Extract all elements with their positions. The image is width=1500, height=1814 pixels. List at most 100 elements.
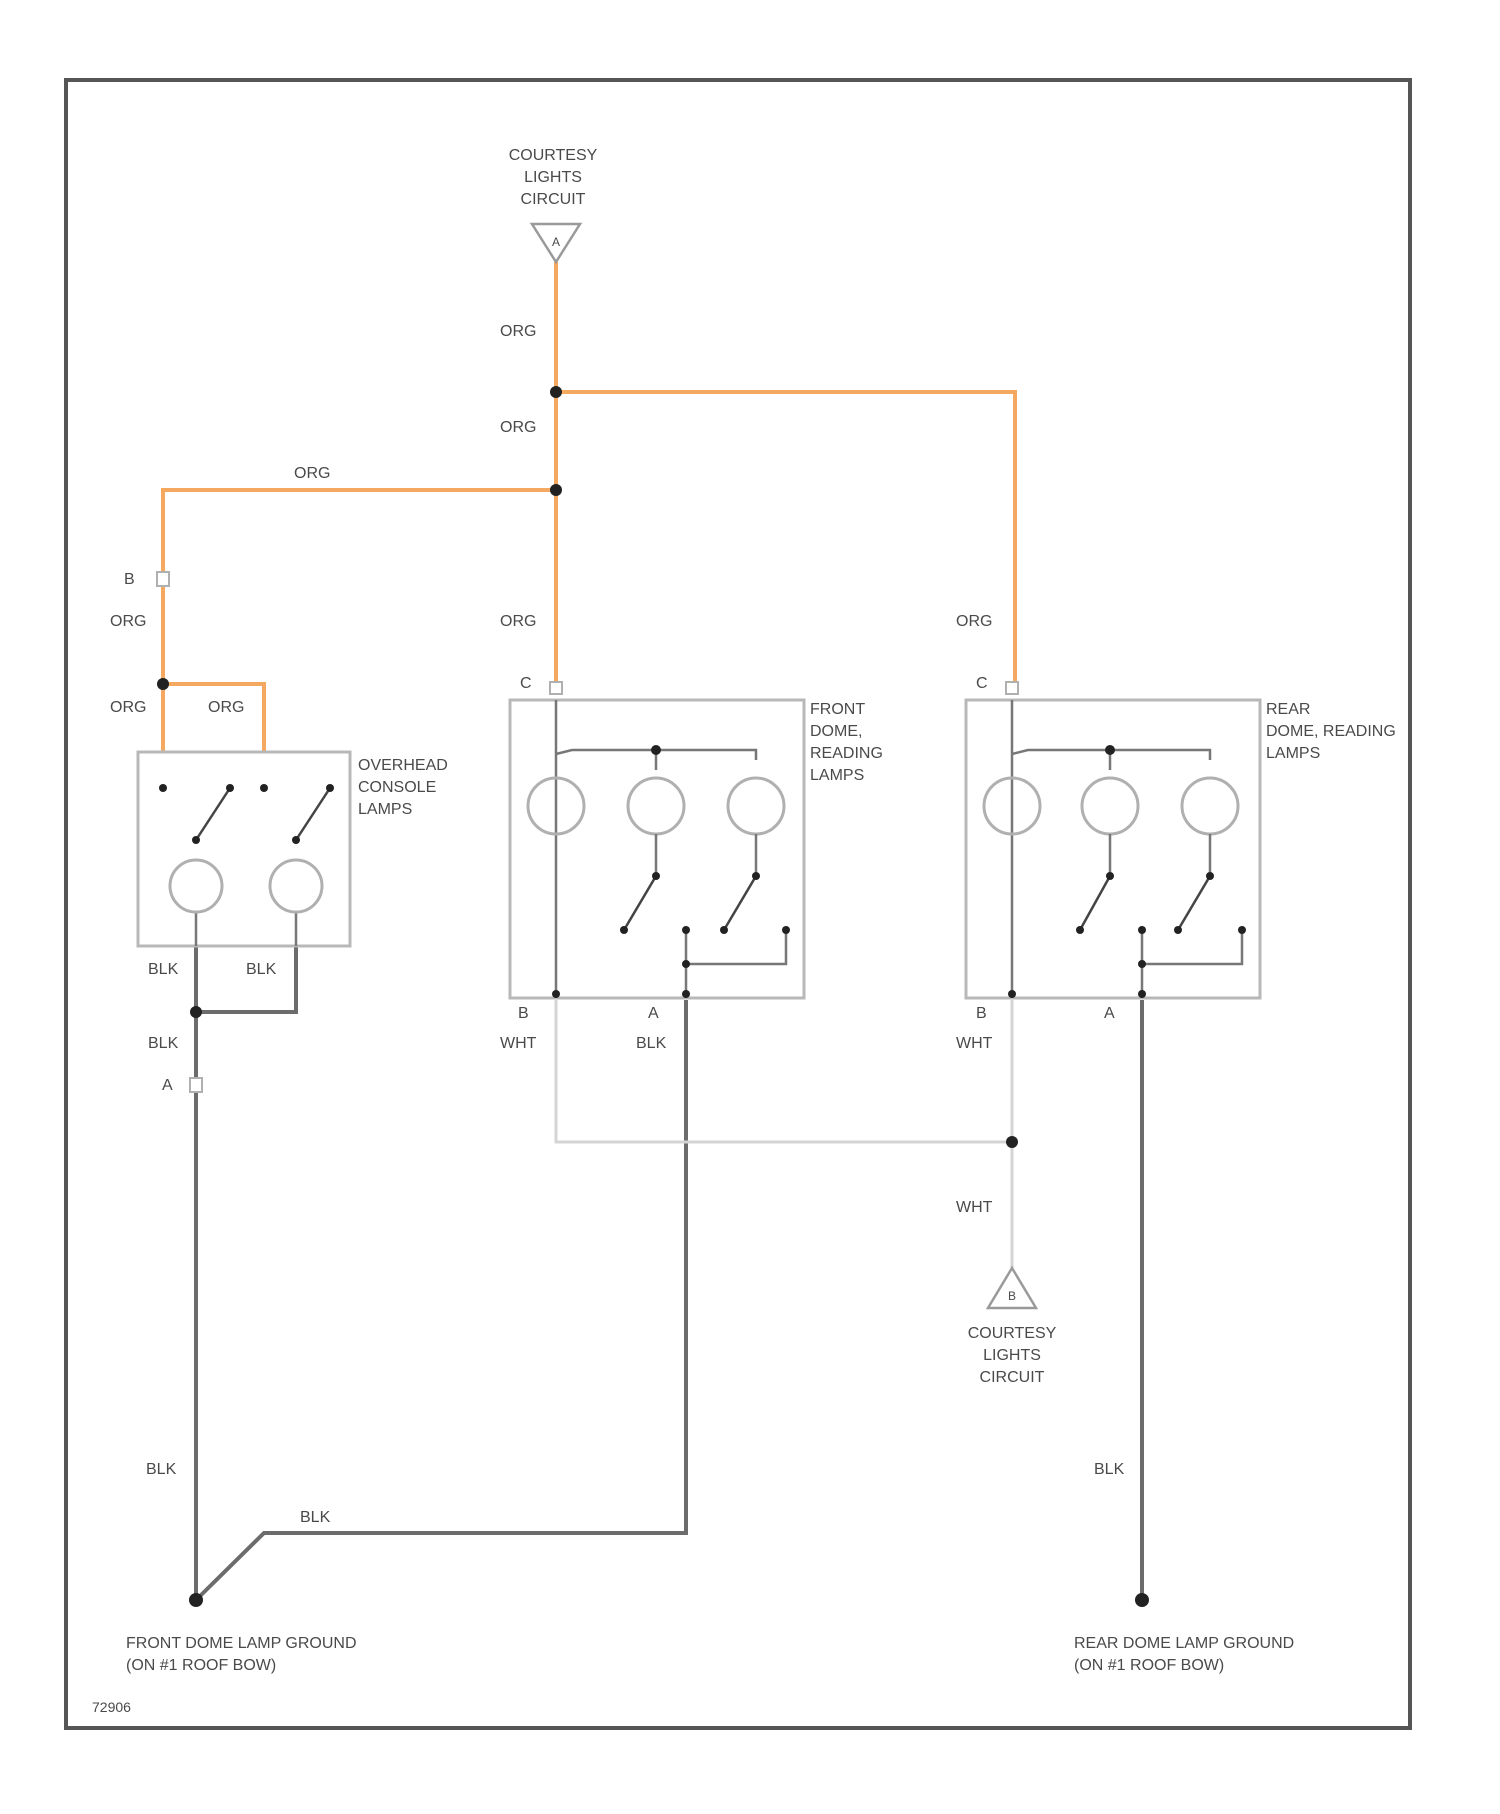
overhead-terminal-right — [260, 784, 268, 792]
rear-ground-label-line2: (ON #1 ROOF BOW) — [1074, 1657, 1224, 1674]
connector-overhead-b-letter: B — [124, 571, 135, 588]
rear-switch-1-icon — [1080, 876, 1110, 930]
overhead-switch-left-top — [226, 784, 234, 792]
rear-box — [966, 700, 1260, 998]
front-label-line1: FRONT — [810, 701, 865, 718]
overhead-switch-right-pivot — [292, 836, 300, 844]
rear-lamp-2-icon — [1082, 778, 1138, 834]
wire-label-blk-5: BLK — [146, 1461, 177, 1478]
org-wire-overhead-branch — [163, 684, 264, 752]
rear-lamp-3-icon — [1182, 778, 1238, 834]
blk-wire-front-ground — [196, 1000, 686, 1600]
front-ground-label-line1: FRONT DOME LAMP GROUND — [126, 1635, 357, 1652]
rear-ground-term-1 — [1138, 926, 1146, 934]
front-ground-point — [189, 1593, 203, 1607]
diagram-id: 72906 — [92, 1699, 131, 1715]
top-source-label-line2: LIGHTS — [524, 169, 582, 186]
rear-switch-2-top — [1206, 872, 1214, 880]
rear-ground-term-2 — [1238, 926, 1246, 934]
front-label-line3: READING — [810, 745, 883, 762]
top-source-label-line1: COURTESY — [509, 147, 598, 164]
rear-switch-1-top — [1106, 872, 1114, 880]
front-bus-node — [651, 745, 661, 755]
wire-label-org-8: ORG — [956, 613, 992, 630]
front-lamp-2-icon — [628, 778, 684, 834]
wire-label-wht-3: WHT — [956, 1199, 993, 1216]
connector-overhead-a-letter: A — [162, 1077, 173, 1094]
front-ground-label-line2: (ON #1 ROOF BOW) — [126, 1657, 276, 1674]
wire-label-blk-4: BLK — [636, 1035, 667, 1052]
overhead-label-line3: LAMPS — [358, 801, 412, 818]
front-pin-b-dot — [552, 990, 560, 998]
overhead-switch-right-top — [326, 784, 334, 792]
front-label-line4: LAMPS — [810, 767, 864, 784]
splice-blk-overhead — [190, 1006, 202, 1018]
connector-overhead-b-icon — [157, 572, 169, 586]
rear-dome-reading-lamps: REAR DOME, READING LAMPS — [966, 700, 1396, 998]
splice-org-overhead — [550, 484, 562, 496]
front-switch-1-top — [652, 872, 660, 880]
top-source: COURTESY LIGHTS CIRCUIT A — [509, 147, 598, 262]
bottom-source-label-line1: COURTESY — [968, 1325, 1057, 1342]
overhead-switch-right-icon — [296, 788, 330, 840]
wire-label-blk-2: BLK — [246, 961, 277, 978]
rear-label-line3: LAMPS — [1266, 745, 1320, 762]
rear-ground-node — [1138, 960, 1146, 968]
overhead-lamp-right-icon — [270, 860, 322, 912]
splice-org-overhead-branch — [157, 678, 169, 690]
overhead-label-line2: CONSOLE — [358, 779, 436, 796]
top-source-label-line3: CIRCUIT — [521, 191, 586, 208]
front-label-line2: DOME, — [810, 723, 862, 740]
rear-ground-label-line1: REAR DOME LAMP GROUND — [1074, 1635, 1294, 1652]
front-switch-1-pivot — [620, 926, 628, 934]
bottom-source-pin-letter: B — [1008, 1289, 1016, 1303]
wire-label-blk-3: BLK — [148, 1035, 179, 1052]
top-source-pin-letter: A — [552, 235, 560, 249]
front-pin-a-letter: A — [648, 1005, 659, 1022]
splices — [157, 386, 1018, 1148]
wire-label-wht-1: WHT — [500, 1035, 537, 1052]
front-switch-2-icon — [724, 876, 756, 930]
grounds: FRONT DOME LAMP GROUND (ON #1 ROOF BOW) … — [126, 1593, 1294, 1674]
wire-label-org-2: ORG — [500, 419, 536, 436]
wire-label-org-6: ORG — [208, 699, 244, 716]
connector-front-c-letter: C — [520, 675, 532, 692]
rear-label-line2: DOME, READING — [1266, 723, 1396, 740]
overhead-console-lamps: OVERHEAD CONSOLE LAMPS — [138, 752, 448, 946]
front-pin-a-dot — [682, 990, 690, 998]
front-inner-ground-bus — [686, 930, 786, 964]
overhead-label-line1: OVERHEAD — [358, 757, 448, 774]
splice-org-rear — [550, 386, 562, 398]
wire-labels: ORG ORG ORG ORG ORG ORG ORG ORG BLK BLK … — [110, 323, 1125, 1526]
rear-ground-point — [1135, 1593, 1149, 1607]
front-switch-1-icon — [624, 876, 656, 930]
bottom-source-label-line2: LIGHTS — [983, 1347, 1041, 1364]
wire-label-blk-6: BLK — [300, 1509, 331, 1526]
rear-pin-a-letter: A — [1104, 1005, 1115, 1022]
rear-switch-2-icon — [1178, 876, 1210, 930]
rear-pin-b-dot — [1008, 990, 1016, 998]
rear-label-line1: REAR — [1266, 701, 1310, 718]
rear-pin-a-dot — [1138, 990, 1146, 998]
front-switch-2-top — [752, 872, 760, 880]
wire-label-org-3: ORG — [294, 465, 330, 482]
wire-label-blk-1: BLK — [148, 961, 179, 978]
blk-wire-overhead-right — [196, 946, 296, 1012]
wire-label-org-4: ORG — [110, 613, 146, 630]
connector-front-c-icon — [550, 682, 562, 694]
front-ground-term-2 — [782, 926, 790, 934]
overhead-switch-left-pivot — [192, 836, 200, 844]
wire-label-org-7: ORG — [500, 613, 536, 630]
wire-label-blk-7: BLK — [1094, 1461, 1125, 1478]
org-wires — [163, 262, 1015, 752]
overhead-terminal-left — [159, 784, 167, 792]
wht-wire-front — [556, 1000, 1012, 1142]
front-pin-b-letter: B — [518, 1005, 529, 1022]
overhead-lamp-left-icon — [170, 860, 222, 912]
rear-switch-1-pivot — [1076, 926, 1084, 934]
overhead-switch-left-icon — [196, 788, 230, 840]
wire-label-org-5: ORG — [110, 699, 146, 716]
rear-bus-node — [1105, 745, 1115, 755]
rear-inner-ground-bus — [1142, 930, 1242, 964]
